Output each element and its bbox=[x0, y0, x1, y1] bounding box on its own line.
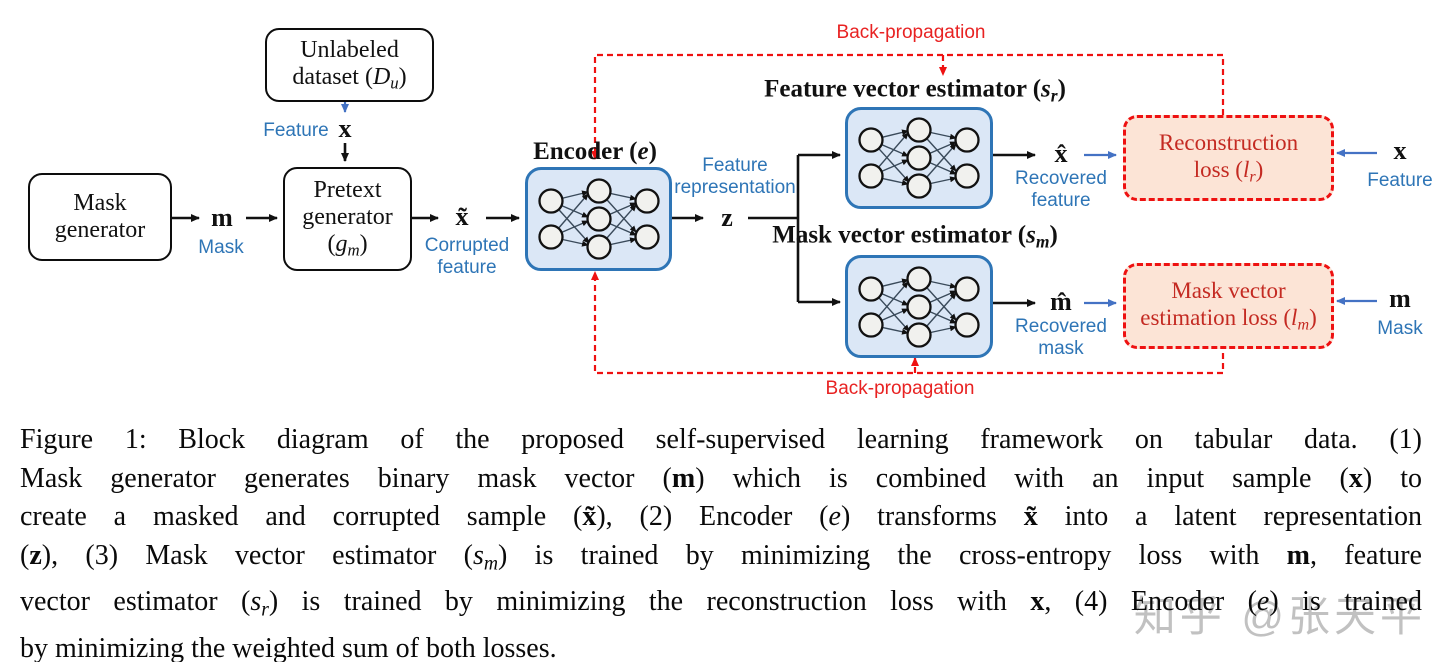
signal-x-top: x bbox=[338, 114, 352, 143]
encoder-network-icon bbox=[529, 171, 669, 267]
feature-annotation-right: Feature bbox=[1367, 170, 1433, 192]
mask-estimator-network-icon bbox=[849, 259, 989, 355]
feature-annotation-top: Feature bbox=[263, 120, 329, 142]
signal-z: z bbox=[721, 203, 733, 232]
signal-x-hat: x̂ bbox=[1054, 139, 1068, 168]
encoder-box bbox=[525, 167, 672, 271]
mask-annotation: Mask bbox=[198, 237, 244, 259]
feature-estimator-title: Feature vector estimator (sr) bbox=[764, 75, 1066, 106]
watermark: 知乎 @张天平 bbox=[1133, 593, 1426, 640]
signal-m-hat: m̂ bbox=[1050, 287, 1072, 316]
signal-m-right: m bbox=[1389, 284, 1411, 313]
mask-annotation-right: Mask bbox=[1377, 318, 1423, 340]
feature-estimator-network-icon bbox=[849, 110, 989, 206]
figure-caption: Figure 1: Block diagram of the proposed … bbox=[20, 424, 1423, 662]
backprop-label-top: Back-propagation bbox=[836, 22, 986, 43]
signal-m: m bbox=[211, 203, 233, 232]
mask-estimator-title: Mask vector estimator (sm) bbox=[772, 221, 1058, 252]
signal-x-tilde: x̃ bbox=[455, 202, 469, 231]
backprop-label-bottom: Back-propagation bbox=[825, 378, 975, 399]
encoder-title: Encoder (e) bbox=[533, 138, 657, 165]
mask-estimator-box bbox=[845, 255, 993, 358]
feature-estimator-box bbox=[845, 107, 993, 209]
signal-x-right: x bbox=[1393, 136, 1407, 165]
